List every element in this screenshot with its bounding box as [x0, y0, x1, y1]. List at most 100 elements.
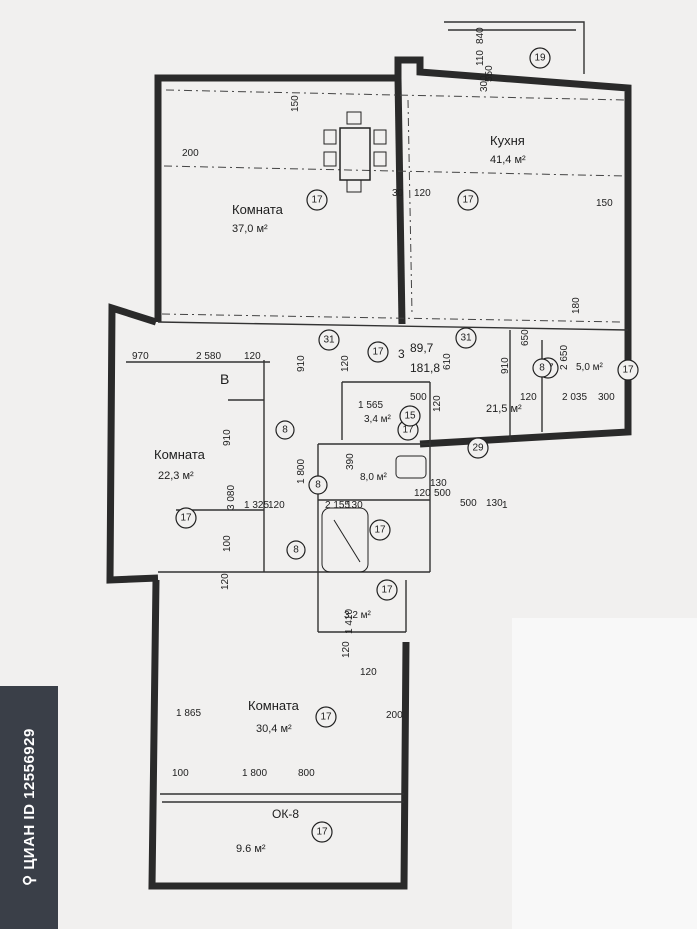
- dimension-label: 180: [571, 297, 582, 314]
- room-code: 19: [534, 53, 546, 64]
- room-code-badge: 17: [369, 519, 391, 541]
- room-code: 31: [460, 333, 472, 344]
- sink-icon: [395, 455, 427, 479]
- dimension-label: 2 580: [196, 351, 221, 362]
- dimension-label: 120: [220, 573, 231, 590]
- dimension-label: 1 800: [296, 459, 307, 484]
- dimension-label: 3 080: [226, 485, 237, 510]
- room-label: Комната: [248, 698, 300, 713]
- living-area: 89,7: [410, 341, 434, 355]
- dimension-label: 130: [430, 478, 447, 489]
- dimension-label: 100: [222, 535, 233, 552]
- dimension-label: 390: [345, 453, 356, 470]
- room-code: 8: [315, 480, 321, 491]
- unit-number: 3: [398, 347, 405, 361]
- dimension-label: 2 155: [325, 500, 350, 511]
- room-code-badge: 17: [376, 579, 398, 601]
- room-label: Комната: [232, 202, 284, 217]
- dimension-label: 500: [410, 392, 427, 403]
- room-code: 17: [372, 347, 384, 358]
- dimension-label: 300: [598, 392, 615, 403]
- area-label: 21,5 м²: [486, 403, 522, 415]
- dimension-label: 1: [502, 500, 508, 511]
- brand-name: ЦИАН: [21, 824, 38, 870]
- dimension-label: 910: [296, 355, 307, 372]
- dimension-label: 120: [244, 351, 261, 362]
- bathtub-icon: [321, 507, 369, 573]
- dimension-label: 1 325: [244, 500, 269, 511]
- area-label: 5,0 м²: [576, 362, 604, 373]
- dimension-label: 2 650: [559, 345, 570, 370]
- room-code-badge: 8: [275, 420, 295, 440]
- room-label: Кухня: [490, 133, 525, 148]
- dimension-label: 610: [442, 353, 453, 370]
- dimension-label: 120: [414, 188, 431, 199]
- room-code: 17: [180, 513, 192, 524]
- room-code: 17: [462, 195, 474, 206]
- dimension-label: 1 565: [358, 400, 383, 411]
- interior-walls: [126, 321, 629, 803]
- dimension-label: 120: [268, 500, 285, 511]
- total-area: 181,8: [410, 361, 440, 375]
- room-label: ОК-8: [272, 807, 299, 821]
- room-label: Комната: [154, 447, 206, 462]
- room-code: 8: [293, 545, 299, 556]
- area-label: 3,2 м²: [344, 610, 372, 621]
- watermark: ⚲ ЦИАН ID 12556929: [20, 728, 38, 886]
- dimension-label: 910: [222, 429, 233, 446]
- room-code-badge: 8: [286, 540, 306, 560]
- dimension-label: 130: [486, 498, 503, 509]
- dimension-label: 500: [434, 488, 451, 499]
- dimension-label: 840: [475, 27, 486, 44]
- room-code-badge: 17: [315, 706, 337, 728]
- dimension-label: 120: [341, 641, 352, 658]
- location-pin-icon: ⚲: [21, 874, 38, 886]
- room-code-badge: 17: [311, 821, 333, 843]
- dimension-label: 150: [596, 198, 613, 209]
- room-area: 30,4 м²: [256, 723, 292, 735]
- room-code: 31: [323, 335, 335, 346]
- dimension-label: 110: [475, 50, 486, 66]
- dimension-label: 130: [346, 500, 363, 511]
- room-code: 17: [381, 585, 393, 596]
- dimension-label: 800: [298, 768, 315, 779]
- room-code: 15: [404, 411, 416, 422]
- dimension-label: 1 410: [344, 609, 355, 634]
- area-label: 3,4 м²: [364, 414, 392, 425]
- dimension-label: 100: [172, 768, 189, 779]
- dimension-label: 150: [290, 95, 301, 112]
- axis-lines: [161, 89, 627, 323]
- dimension-label: 1 800: [242, 768, 267, 779]
- dimension-label: 650: [520, 329, 531, 346]
- room-code-badge: 8: [532, 358, 552, 378]
- dimension-label: 200: [386, 710, 403, 721]
- room-area: 37,0 м²: [232, 223, 268, 235]
- watermark-bar: ⚲ ЦИАН ID 12556929: [0, 686, 58, 929]
- room-code: 8: [282, 425, 288, 436]
- room-area: 41,4 м²: [490, 154, 526, 166]
- dimension-label: 300: [479, 75, 490, 92]
- room-code-badge: 8: [308, 475, 328, 495]
- dimension-label: 970: [132, 351, 149, 362]
- room-code: 17: [374, 525, 386, 536]
- room-code: 17: [311, 195, 323, 206]
- room-code: 17: [316, 827, 328, 838]
- room-code: 29: [472, 443, 484, 454]
- room-area: 9.6 м²: [236, 843, 266, 855]
- room-code-badge: 29: [467, 437, 489, 459]
- dimension-label: 30: [392, 188, 404, 199]
- room-code: 17: [622, 365, 634, 376]
- dimension-label: 2 035: [562, 392, 587, 403]
- room-code-badge: 17: [306, 189, 328, 211]
- dimension-label: 120: [340, 355, 351, 372]
- marker-b: В: [220, 371, 229, 387]
- dimension-label: 910: [500, 357, 511, 374]
- room-code-badge: 19: [529, 47, 551, 69]
- room-code-badge: 17: [175, 507, 197, 529]
- listing-id: ID 12556929: [21, 728, 38, 820]
- room-code-badge: 17: [367, 341, 389, 363]
- dimension-label: 550: [484, 65, 495, 82]
- room-code-badge: 31: [455, 327, 477, 349]
